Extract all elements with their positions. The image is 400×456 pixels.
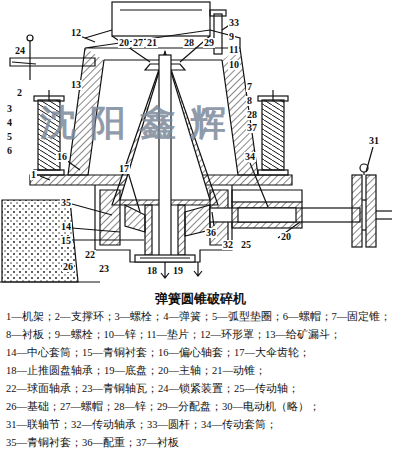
callout-number: 6	[6, 146, 13, 156]
callout-number: 5	[6, 132, 13, 142]
callout-number: 33	[228, 18, 240, 28]
callout-number: 20	[118, 38, 130, 48]
callout-number: 19	[172, 266, 184, 276]
parts-list-line: 31—联轴节；32—传动轴承；33—圆杆；34—传动套筒；	[6, 420, 277, 431]
callout-number: 13	[70, 80, 82, 90]
callout-number: 28	[183, 38, 195, 48]
parts-list-line: 26—基础；27—螺帽；28—锌；29—分配盘；30—电动机（略）；	[6, 402, 320, 413]
parts-list-line: 14—中心套筒；15—青铜衬套；16—偏心轴套；17—大伞齿轮；	[6, 348, 310, 359]
callout-number: 25	[240, 240, 252, 250]
parts-list-line: 22—球面轴承；23—青铜轴瓦；24—锁紧装置；25—传动轴；	[6, 384, 299, 395]
callout-number: 23	[98, 264, 110, 274]
callout-number: 29	[203, 38, 215, 48]
callout-number: 15	[60, 236, 72, 246]
callout-number: 3	[6, 104, 13, 114]
callout-number: 27	[132, 38, 144, 48]
callout-number: 2	[16, 88, 23, 98]
figure-title: 弹簧圆锥破碎机	[155, 290, 246, 308]
watermark: 沈阳鑫辉	[40, 105, 240, 141]
callout-number: 8	[246, 96, 253, 106]
callout-number: 35	[60, 198, 72, 208]
callout-number: 20	[280, 232, 292, 242]
callout-number: 24	[14, 46, 26, 56]
callout-number: 22	[84, 250, 96, 260]
callout-number: 32	[222, 240, 234, 250]
parts-list-line: 8—衬板；9—螺栓；10—锌；11—垫片；12—环形罩；13—给矿漏斗；	[6, 330, 341, 341]
callout-number: 16	[56, 152, 68, 162]
callout-number: 18	[146, 266, 158, 276]
callout-number: 9	[228, 32, 235, 42]
callout-number: 36	[205, 228, 217, 238]
callout-number: 21	[146, 38, 158, 48]
callout-number: 11	[228, 45, 239, 55]
callout-number: 12	[70, 28, 82, 38]
callout-number: 10	[228, 60, 240, 70]
callout-number: 4	[6, 118, 13, 128]
parts-list-line: 18—止推圆盘轴承；19—底盘；20—主轴；21—动锥；	[6, 366, 266, 377]
crusher-illustration	[0, 0, 400, 290]
callout-number: 14	[60, 222, 72, 232]
callout-number: 28	[246, 110, 258, 120]
parts-list-line: 35—青铜衬套；36—配重；37—衬板	[6, 438, 179, 449]
parts-list-line: 1—机架；2—支撑环；3—螺栓；4—弹簧；5—弧型垫圈；6—螺帽；7—固定锥；	[6, 312, 391, 323]
callout-number: 31	[368, 136, 380, 146]
callout-number: 7	[246, 82, 253, 92]
callout-number: 1	[30, 170, 37, 180]
callout-number: 37	[246, 123, 258, 133]
callout-number: 26	[62, 262, 74, 272]
callout-number: 17	[118, 164, 130, 174]
callout-number: 34	[244, 152, 256, 162]
